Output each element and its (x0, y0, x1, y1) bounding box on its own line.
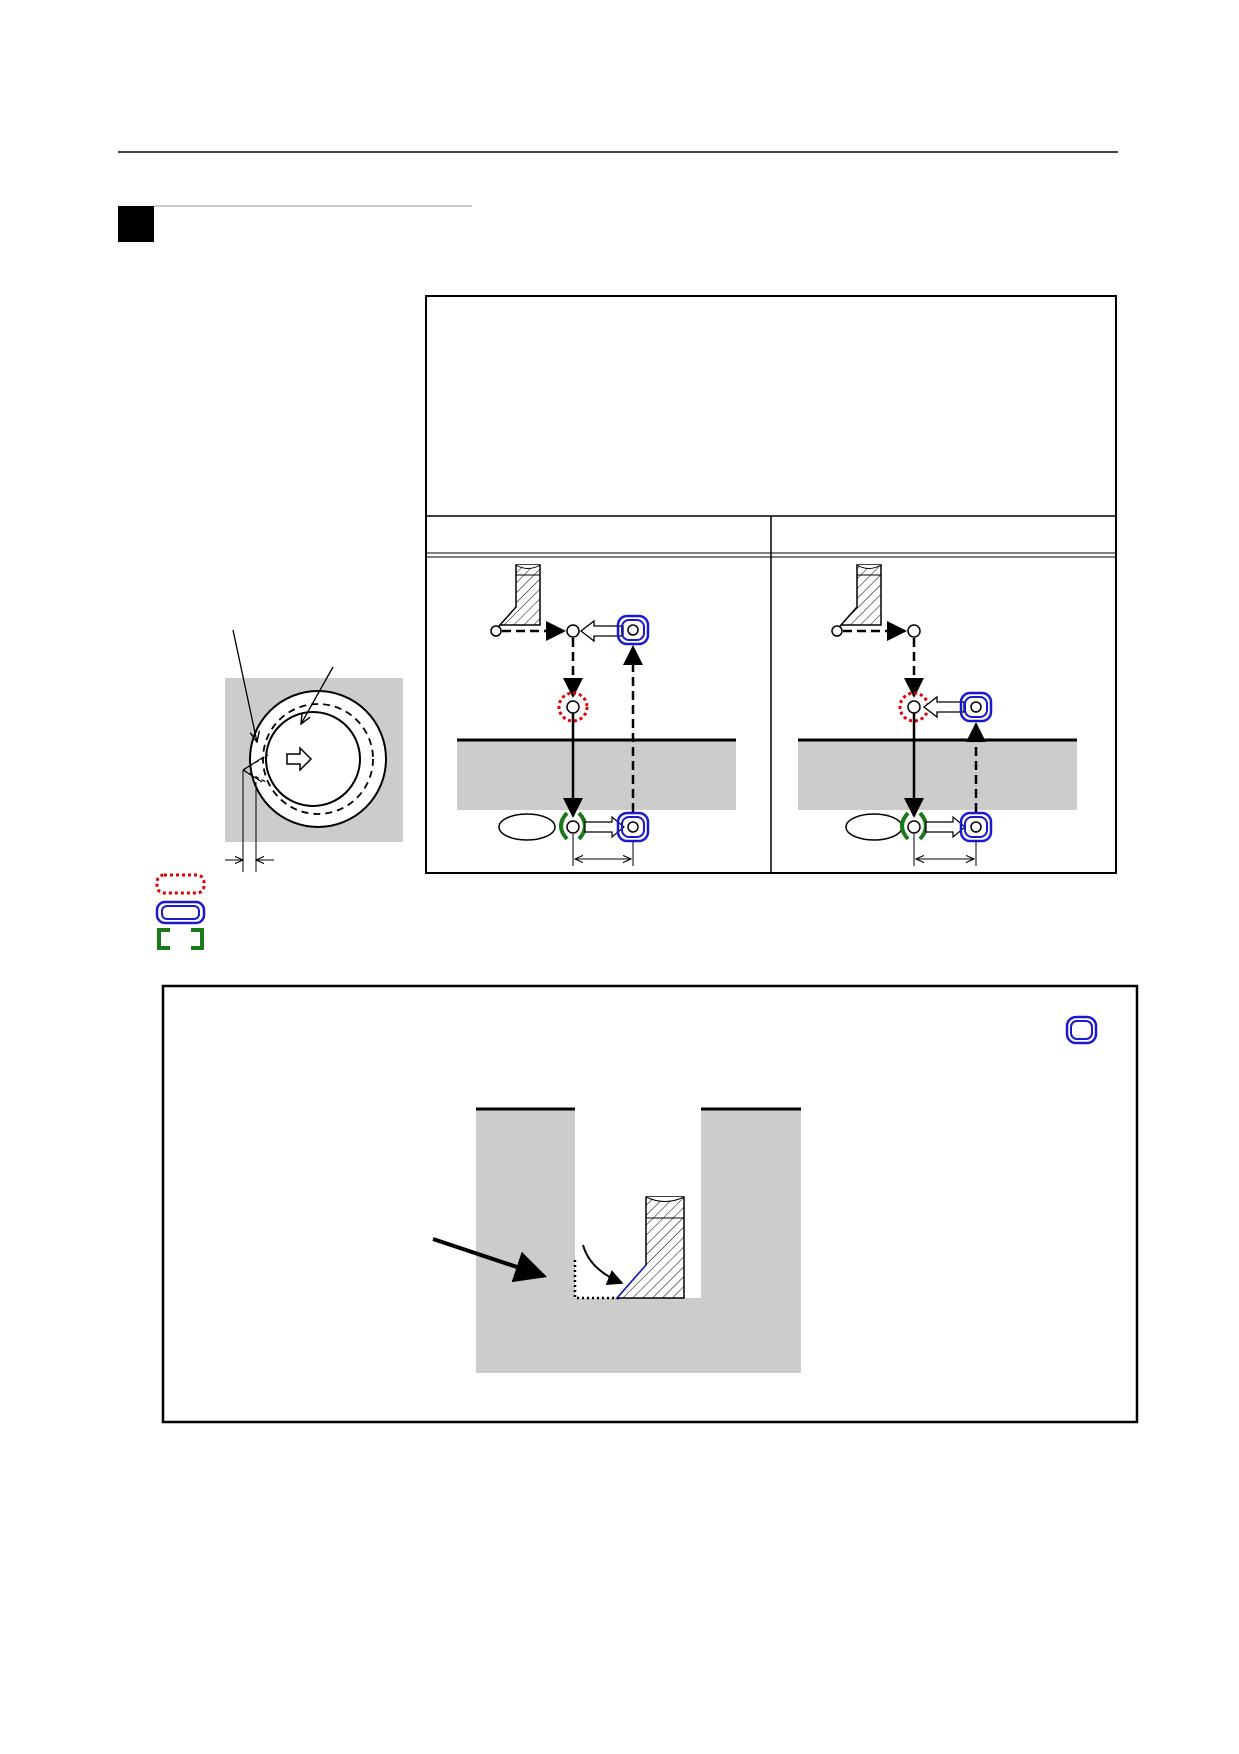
tool-path-circle (262, 703, 374, 815)
legend-red-icon (155, 873, 206, 895)
blue-marker-bottom-icon (616, 811, 650, 843)
bore-outline (249, 690, 387, 828)
right-panel-diagram (798, 564, 1077, 866)
red-marker-icon (557, 691, 589, 723)
leader-line-1 (232, 629, 257, 742)
blue-marker-icon (616, 614, 650, 646)
workpiece-block (457, 740, 736, 810)
clearance-point (566, 624, 580, 638)
legend-green-icon (157, 928, 204, 950)
blue-marker-icon-right (959, 691, 993, 723)
procedure-table (425, 295, 1117, 874)
bore-orientation-figure (225, 629, 403, 872)
start-point-right (831, 625, 843, 637)
section-marker (118, 206, 154, 242)
bottom-point (566, 820, 580, 834)
overcut-pointer-arrow (432, 1237, 548, 1283)
offset-dimension (225, 770, 274, 872)
label-bubble (498, 813, 556, 841)
label-bubble-right (845, 813, 903, 841)
groove-workpiece (476, 1109, 801, 1373)
groove-fillet (575, 1240, 622, 1298)
shift-direction-arrow (286, 746, 313, 772)
tool-tip-lines (242, 754, 269, 784)
open-arrow (579, 619, 624, 643)
leader-line-2 (301, 666, 334, 724)
workpiece-block-right (798, 740, 1077, 810)
tool-icon-right (836, 564, 882, 632)
open-arrow-right (922, 695, 965, 719)
shift-dimension (572, 834, 634, 866)
note-box (161, 984, 1139, 1424)
shift-dimension-right (913, 834, 977, 866)
blue-marker-bottom-icon-right (959, 811, 993, 843)
shift-open-arrow-right (925, 815, 966, 839)
tool-body-circle (265, 711, 361, 807)
r-point (566, 700, 580, 714)
r-point-right (907, 700, 921, 714)
tool-icon (495, 564, 541, 632)
bottom-point-right (907, 820, 921, 834)
tool-direction-arrow (582, 1244, 624, 1285)
legend (155, 873, 206, 950)
note-marker-icon (1065, 1015, 1098, 1045)
left-panel-diagram (457, 564, 736, 866)
clearance-point-right (907, 624, 921, 638)
start-point (490, 625, 502, 637)
legend-blue-icon (155, 900, 206, 925)
groove-tool-icon (615, 1196, 685, 1299)
